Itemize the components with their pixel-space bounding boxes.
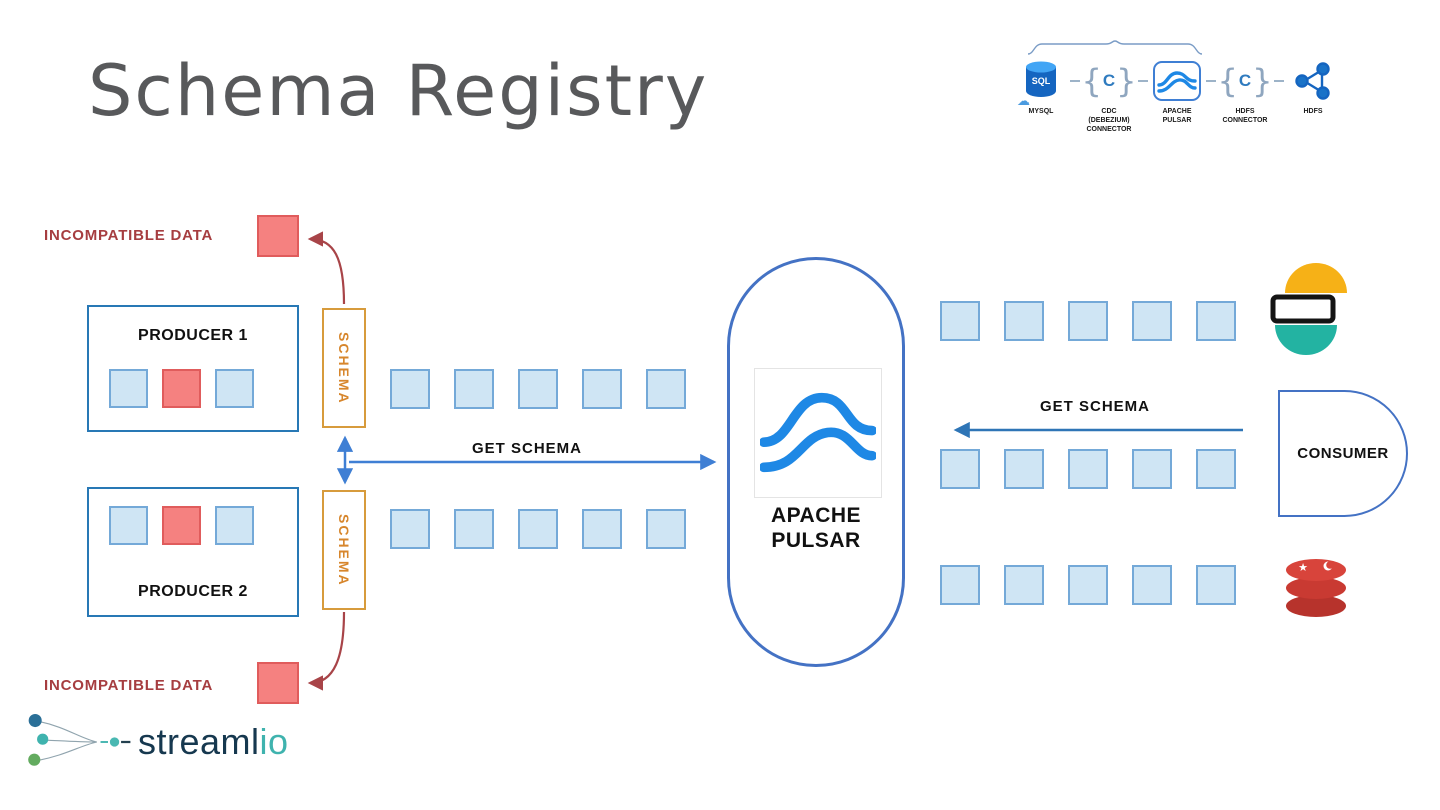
message-square — [1068, 449, 1108, 489]
incompatible-data-label-bottom: INCOMPATIBLE DATA — [44, 677, 214, 694]
pipeline-connector-line — [1138, 80, 1148, 82]
pipeline-diagram: SQL ☁ MYSQL { C } CDC (DEBEZIUM) CONNECT… — [1012, 40, 1344, 134]
message-square — [215, 506, 254, 545]
message-square — [109, 506, 148, 545]
message-square — [454, 509, 494, 549]
pipeline-item-hdfs-connector: { C } HDFS CONNECTOR — [1216, 58, 1274, 125]
schema-box-1: SCHEMA — [322, 308, 366, 428]
apache-pulsar-node: APACHE PULSAR — [727, 257, 905, 667]
consumer-node: CONSUMER — [1278, 390, 1408, 517]
svg-text:★: ★ — [1298, 562, 1308, 574]
rejected-message-square-top — [257, 215, 299, 257]
pulsar-icon — [1153, 58, 1201, 104]
pipeline-label: HDFS CONNECTOR — [1222, 108, 1268, 125]
redis-icon: ★ — [1283, 556, 1349, 623]
message-square — [940, 449, 980, 489]
incompatible-arrow-top — [307, 231, 346, 305]
pipeline-connector-line — [1070, 80, 1080, 82]
message-square — [646, 369, 686, 409]
producer1-box: PRODUCER 1 — [87, 305, 299, 432]
pipeline-label: HDFS — [1303, 108, 1323, 115]
message-square — [582, 369, 622, 409]
message-square — [646, 509, 686, 549]
page-title: Schema Registry — [88, 50, 709, 132]
schema-label: SCHEMA — [336, 331, 352, 405]
incompatible-arrow-bottom — [307, 611, 346, 691]
message-square — [1132, 301, 1172, 341]
streamlio-logo: streamlio — [24, 708, 289, 776]
pipeline-connector-line — [1274, 80, 1284, 82]
message-square — [215, 369, 254, 408]
hdfs-icon — [1294, 58, 1332, 104]
message-square — [582, 509, 622, 549]
message-square — [1132, 565, 1172, 605]
connector-icon: { C } — [1217, 62, 1273, 100]
message-square — [1004, 301, 1044, 341]
message-row-consumer-elastic — [940, 301, 1236, 341]
mysql-icon: SQL ☁ — [1017, 58, 1059, 107]
producer1-label: PRODUCER 1 — [138, 327, 248, 344]
brace-icon — [1027, 40, 1203, 55]
streamlio-mark-icon — [28, 714, 131, 766]
pipeline-item-pulsar: APACHE PULSAR — [1148, 58, 1206, 125]
message-square — [940, 565, 980, 605]
pulsar-logo-icon — [754, 368, 882, 498]
rejected-message-square-bottom — [257, 662, 299, 704]
message-square — [518, 509, 558, 549]
pipeline-label: APACHE PULSAR — [1162, 108, 1192, 125]
schema-box-2: SCHEMA — [322, 490, 366, 610]
message-square — [518, 369, 558, 409]
message-square — [1132, 449, 1172, 489]
producer2-box: PRODUCER 2 — [87, 487, 299, 617]
message-square — [1004, 449, 1044, 489]
bad-message-square — [162, 369, 201, 408]
message-square — [1004, 565, 1044, 605]
pipeline-label: CDC (DEBEZIUM) CONNECTOR — [1086, 108, 1132, 134]
message-square — [1068, 301, 1108, 341]
pipeline-item-cdc-connector: { C } CDC (DEBEZIUM) CONNECTOR — [1080, 58, 1138, 134]
connector-icon: { C } — [1081, 62, 1137, 100]
message-square — [390, 509, 430, 549]
message-row-producer2 — [390, 509, 686, 549]
elasticsearch-icon — [1270, 262, 1352, 361]
message-row-consumer — [940, 449, 1236, 489]
consumer-label: CONSUMER — [1297, 445, 1389, 462]
producer2-messages — [109, 506, 254, 545]
schema-label: SCHEMA — [336, 513, 352, 587]
message-square — [1068, 565, 1108, 605]
producer1-messages — [109, 369, 254, 408]
pipeline-label: MYSQL — [1028, 108, 1054, 115]
message-row-producer1 — [390, 369, 686, 409]
message-square — [1196, 449, 1236, 489]
message-square — [940, 301, 980, 341]
producer2-label: PRODUCER 2 — [138, 583, 248, 600]
pipeline-item-hdfs: HDFS — [1284, 58, 1342, 116]
message-square — [1196, 565, 1236, 605]
message-square — [109, 369, 148, 408]
message-square — [1196, 301, 1236, 341]
pipeline-row: SQL ☁ MYSQL { C } CDC (DEBEZIUM) CONNECT… — [1012, 58, 1344, 134]
pipeline-connector-line — [1206, 80, 1216, 82]
pulsar-label: APACHE PULSAR — [770, 504, 862, 552]
message-square — [454, 369, 494, 409]
cloud-icon: ☁ — [1017, 93, 1030, 108]
incompatible-data-label-top: INCOMPATIBLE DATA — [44, 227, 214, 244]
message-square — [390, 369, 430, 409]
get-schema-label-left: GET SCHEMA — [471, 440, 582, 457]
streamlio-wordmark: streamlio — [138, 721, 289, 762]
message-row-consumer-redis — [940, 565, 1236, 605]
bad-message-square — [162, 506, 201, 545]
pipeline-item-mysql: SQL ☁ MYSQL — [1012, 58, 1070, 116]
svg-text:SQL: SQL — [1032, 76, 1051, 86]
get-schema-label-right: GET SCHEMA — [1039, 398, 1150, 415]
